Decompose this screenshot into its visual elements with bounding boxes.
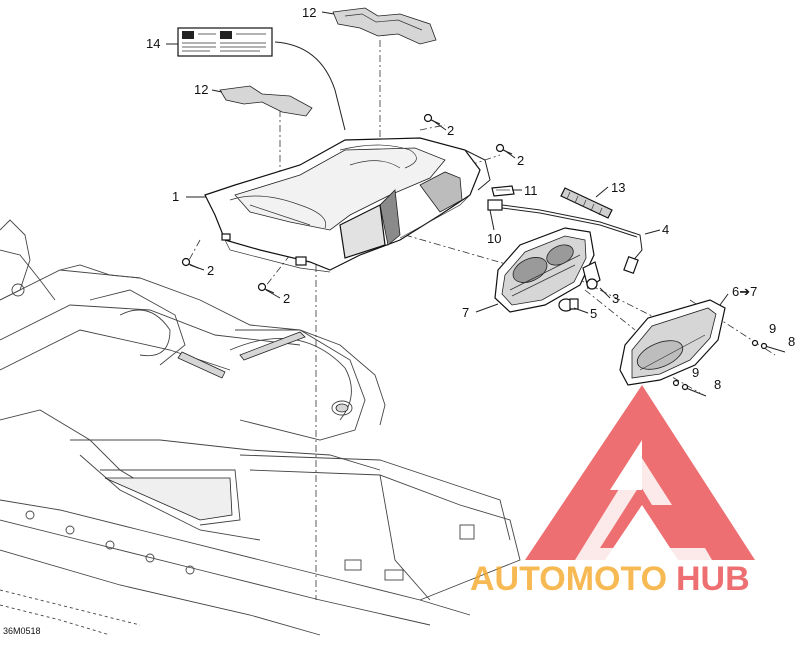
light-housing [494,227,595,313]
watermark-text-automoto: AUTOMOTO [470,560,667,598]
drawing-code: 36M0518 [3,626,41,636]
grommet [491,185,515,197]
bulb-socket [582,261,601,290]
callout-6-7: 6➔7 [732,284,757,299]
callout-labels: 14 12 12 2 2 2 2 1 11 13 10 4 6➔7 7 3 5 … [3,5,795,636]
callout-12-top: 12 [302,5,316,20]
pad-top [332,7,437,45]
screws-and-washers [672,339,786,397]
callout-7: 7 [462,305,469,320]
callout-2-a: 2 [447,123,454,138]
chassis-drawing [0,219,521,636]
wire-harness [487,199,643,275]
callout-3: 3 [612,291,619,306]
bulb [558,298,579,312]
watermark-triangle-mark [525,385,755,560]
callout-8-a: 8 [788,334,795,349]
callout-13: 13 [611,180,625,195]
tail-housing [204,137,491,273]
leader-lines [166,11,729,314]
callout-9-a: 9 [769,321,776,336]
callout-5: 5 [590,306,597,321]
watermark-logo: AUTOMOTO HUB [470,385,755,598]
callout-1: 1 [172,189,179,204]
spiral-wrap [560,187,613,219]
taillight-lens [619,299,726,386]
callout-8-b: 8 [714,377,721,392]
callout-9-b: 9 [692,365,699,380]
callout-2-b: 2 [517,153,524,168]
callout-12-left: 12 [194,82,208,97]
callout-14: 14 [146,36,160,51]
callout-4: 4 [662,222,669,237]
callout-11: 11 [524,183,538,198]
decal-label [177,27,346,131]
callout-10: 10 [487,231,501,246]
pad-left [219,85,313,117]
callout-2-c: 2 [207,263,214,278]
watermark-text-hub: HUB [676,560,750,598]
callout-2-d: 2 [283,291,290,306]
